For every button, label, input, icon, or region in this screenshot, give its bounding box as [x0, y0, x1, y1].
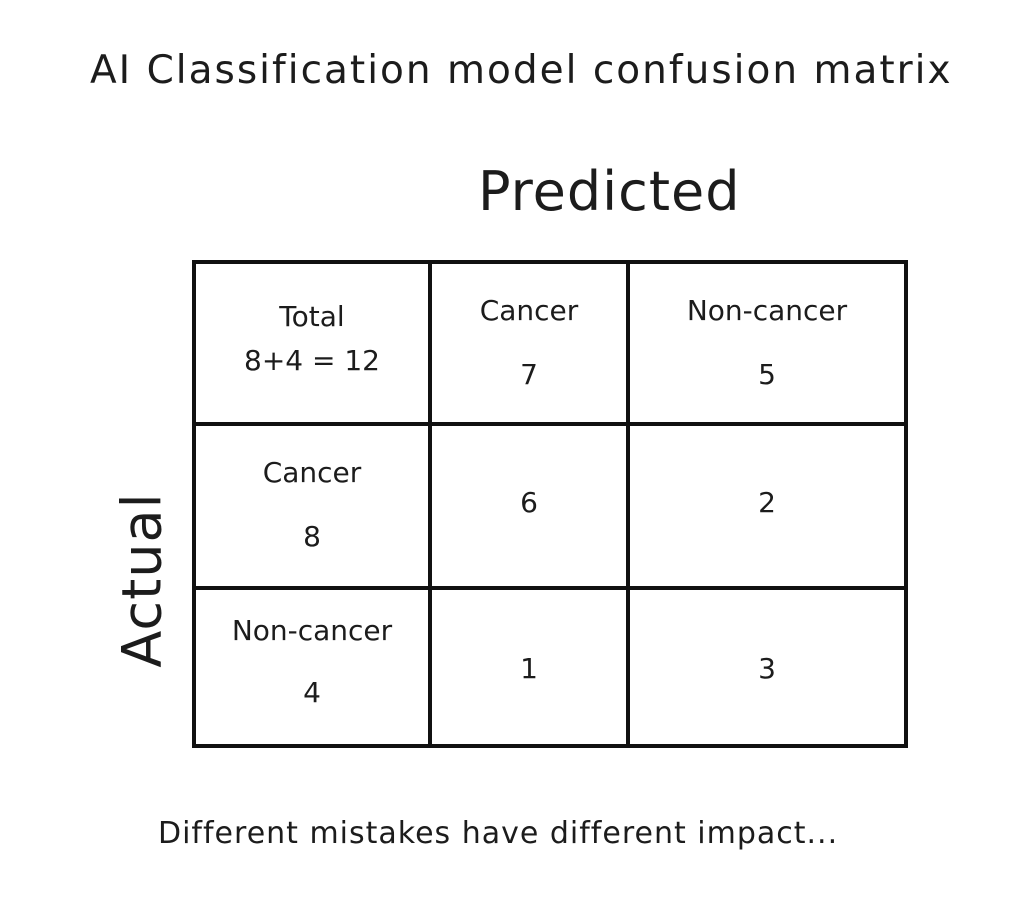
actual-axis-label: Actual — [110, 492, 174, 668]
column-label-non-cancer: Non-cancer — [686, 294, 848, 327]
row-header-cancer: Cancer 8 — [196, 426, 432, 590]
diagram-title: AI Classification model confusion matrix — [90, 48, 953, 93]
column-label-cancer: Cancer — [479, 294, 579, 327]
corner-cell: Total 8+4 = 12 — [196, 264, 432, 426]
cell-value: 6 — [520, 486, 538, 519]
cell-actual-cancer-predicted-non-cancer: 2 — [630, 426, 904, 590]
column-header-non-cancer: Non-cancer 5 — [630, 264, 904, 426]
cell-actual-non-cancer-predicted-non-cancer: 3 — [630, 590, 904, 744]
row-label-non-cancer: Non-cancer — [231, 614, 393, 647]
column-total-cancer: 7 — [520, 358, 538, 391]
confusion-matrix: Total 8+4 = 12 Cancer 7 Non-cancer 5 Can… — [192, 260, 908, 748]
cell-value: 1 — [520, 652, 538, 685]
corner-label: Total — [279, 300, 345, 333]
column-total-non-cancer: 5 — [758, 358, 776, 391]
row-label-cancer: Cancer — [262, 456, 362, 489]
row-header-non-cancer: Non-cancer 4 — [196, 590, 432, 744]
row-total-non-cancer: 4 — [303, 676, 321, 709]
corner-total: 8+4 = 12 — [244, 344, 380, 377]
row-total-cancer: 8 — [303, 520, 321, 553]
cell-value: 2 — [758, 486, 776, 519]
cell-actual-cancer-predicted-cancer: 6 — [432, 426, 630, 590]
footer-note: Different mistakes have different impact… — [158, 816, 839, 851]
column-header-cancer: Cancer 7 — [432, 264, 630, 426]
cell-value: 3 — [758, 652, 776, 685]
cell-actual-non-cancer-predicted-cancer: 1 — [432, 590, 630, 744]
predicted-axis-label: Predicted — [478, 160, 741, 223]
